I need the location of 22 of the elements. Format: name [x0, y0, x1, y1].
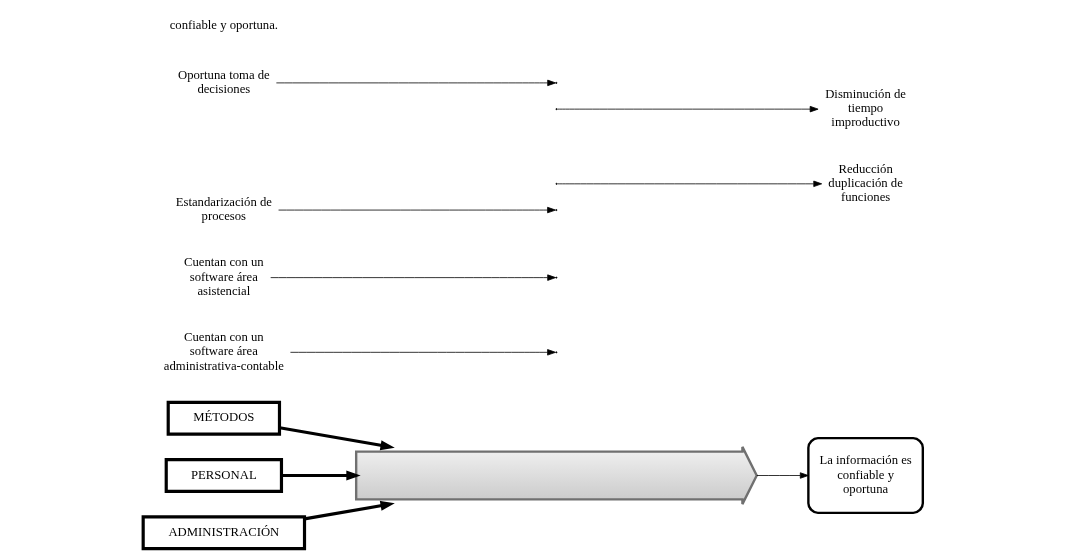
node-text: Reducción duplicación de funciones — [827, 161, 903, 205]
arrow — [303, 500, 395, 521]
arrow — [755, 472, 809, 479]
node-text: Oportuna toma de decisiones — [177, 67, 270, 97]
arrow — [275, 79, 556, 87]
node-box: MÉTODOS — [166, 400, 281, 436]
node-text: Cuentan con un software área asistencial — [183, 255, 264, 298]
label: confiable y oportuna. — [169, 17, 278, 32]
arrow — [269, 274, 556, 281]
node-box: ADMINISTRACIÓN — [141, 515, 306, 551]
node-arrow — [354, 445, 758, 506]
node-box: La información es confiable y oportuna — [806, 436, 924, 515]
arrow — [556, 105, 818, 113]
node-text: Disminución de tiempo improductivo — [824, 86, 906, 130]
arrow — [556, 180, 822, 187]
node-text: Cuentan con un software área administrativa-contable — [163, 330, 284, 373]
node-text: Estandarización de procesos — [175, 194, 272, 224]
arrow — [281, 470, 361, 481]
node-box: PERSONAL — [164, 458, 283, 493]
arrow — [289, 349, 556, 356]
arrow — [277, 206, 556, 214]
arrow — [278, 426, 395, 451]
